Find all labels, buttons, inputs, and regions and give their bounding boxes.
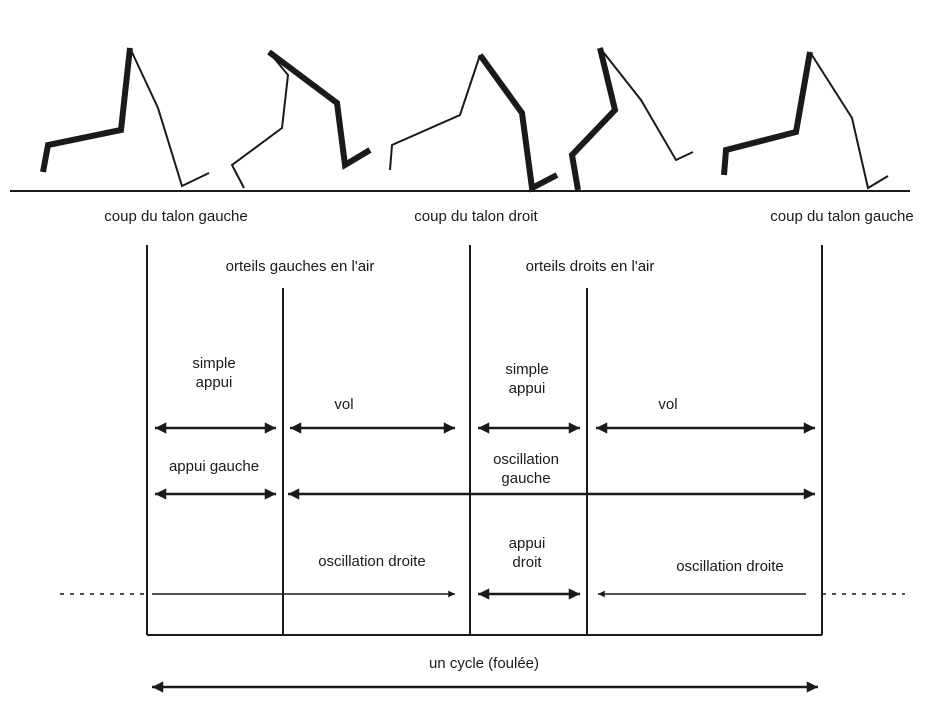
label-flight-2: vol: [658, 396, 677, 413]
label-single-support-2-line1: simple: [505, 361, 548, 378]
leg-figure-3: [389, 53, 559, 193]
label-left-toe-off: orteils gauches en l'air: [226, 258, 375, 275]
event-lines: [146, 245, 823, 636]
label-left-swing-line2: gauche: [501, 470, 550, 487]
label-left-heel-strike-2: coup du talon gauche: [770, 208, 913, 225]
label-right-support-line2: droit: [512, 554, 542, 571]
label-right-toe-off: orteils droits en l'air: [526, 258, 655, 275]
label-single-support-1-line1: simple: [192, 355, 235, 372]
leg-figure-1: [40, 47, 210, 188]
label-single-support-2-line2: appui: [509, 380, 546, 397]
label-right-support-line1: appui: [509, 535, 546, 552]
label-cycle: un cycle (foulée): [429, 655, 539, 672]
label-right-swing-2: oscillation droite: [676, 558, 784, 575]
label-right-swing-1: oscillation droite: [318, 553, 426, 570]
label-left-swing-line1: oscillation: [493, 451, 559, 468]
leg-figure-4: [568, 47, 694, 191]
label-flight-1: vol: [334, 396, 353, 413]
leg-figures: [40, 47, 889, 193]
leg-figure-5: [721, 51, 889, 190]
label-left-support: appui gauche: [169, 458, 259, 475]
label-single-support-1-line2: appui: [196, 374, 233, 391]
leg-figure-2: [230, 49, 372, 189]
label-right-heel-strike: coup du talon droit: [414, 208, 538, 225]
label-left-heel-strike-1: coup du talon gauche: [104, 208, 247, 225]
